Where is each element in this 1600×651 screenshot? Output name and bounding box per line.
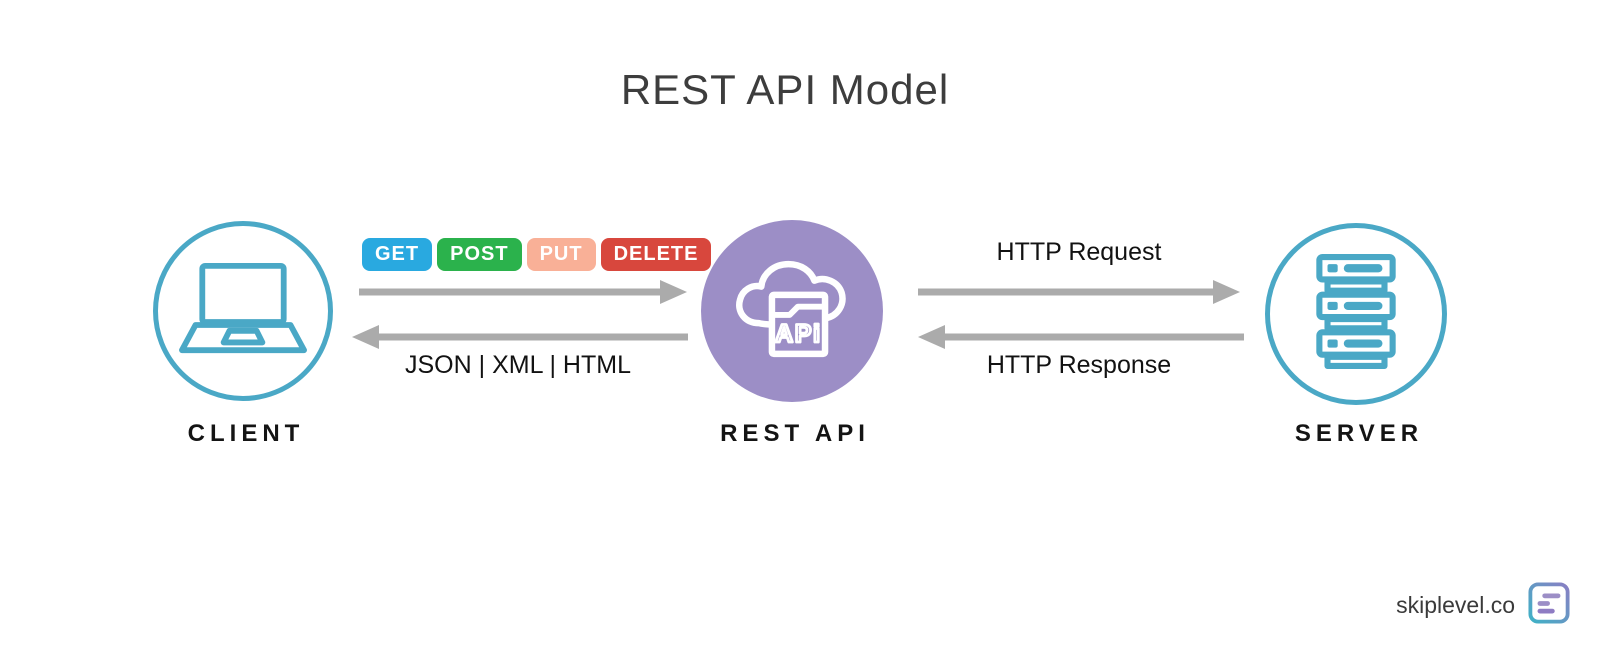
delete-badge: DELETE	[600, 238, 712, 271]
post-badge: POST	[437, 238, 522, 271]
server-icon	[1305, 253, 1407, 375]
laptop-icon	[175, 262, 311, 361]
server-to-api-arrow	[918, 325, 1244, 349]
client-node	[153, 221, 333, 401]
http-method-badges: GET POST PUT DELETE	[362, 238, 712, 271]
page-title: REST API Model	[620, 66, 950, 113]
server-node	[1265, 223, 1447, 405]
http-response-label: HTTP Response	[986, 351, 1172, 379]
cloud-api-icon: APi	[733, 250, 851, 373]
skiplevel-logo-icon	[1528, 582, 1570, 629]
server-label: SERVER	[1294, 420, 1424, 447]
api-to-client-arrow	[352, 325, 688, 349]
http-request-label: HTTP Request	[996, 238, 1162, 266]
brand-name: skiplevel.co	[1396, 592, 1515, 618]
api-icon-text: APi	[775, 321, 822, 348]
footer-branding: skiplevel.co	[1396, 582, 1570, 629]
rest-api-node: APi	[701, 220, 883, 402]
put-badge: PUT	[526, 238, 596, 271]
get-badge: GET	[362, 238, 433, 271]
client-to-api-arrow	[359, 280, 687, 304]
api-to-server-arrow	[918, 280, 1240, 304]
client-label: CLIENT	[187, 420, 305, 447]
response-formats-label: JSON | XML | HTML	[405, 351, 631, 379]
rest-api-label: REST API	[720, 420, 870, 447]
